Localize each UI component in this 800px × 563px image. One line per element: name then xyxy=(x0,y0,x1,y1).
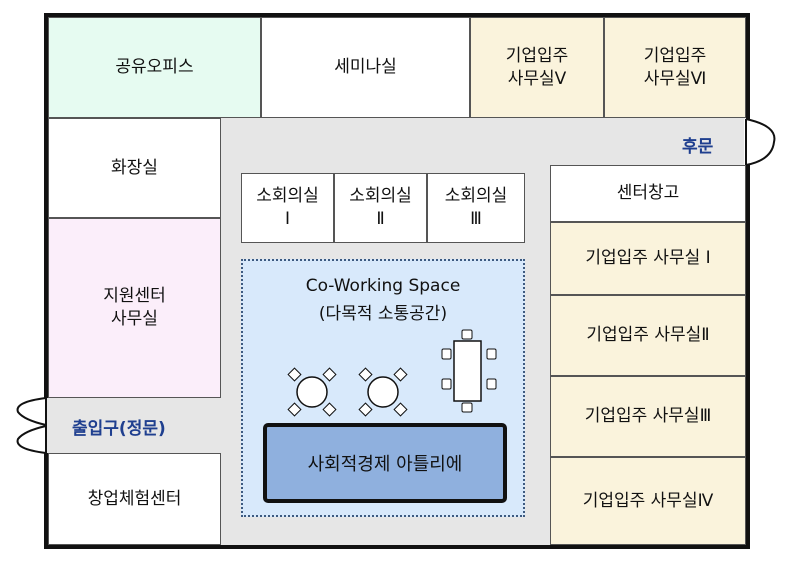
main-entrance-door-icon xyxy=(16,397,50,454)
room-meeting-1: 소회의실 Ⅰ xyxy=(241,173,334,243)
room-storage: 센터창고 xyxy=(550,165,746,222)
main-entrance-label: 출입구(정문) xyxy=(72,419,166,439)
room-office-vi: 기업입주 사무실Ⅵ xyxy=(604,17,746,118)
room-label: 기업입주 사무실Ⅳ xyxy=(582,490,714,511)
room-label: 창업체험센터 xyxy=(87,488,182,509)
coworking-title: Co-Working Space xyxy=(305,276,461,296)
room-label: 소회의실 Ⅰ xyxy=(256,186,319,229)
room-label: 기업입주 사무실Ⅲ xyxy=(584,406,712,427)
round-table-icon xyxy=(287,367,337,417)
room-label: 공유오피스 xyxy=(115,57,194,78)
round-table-icon xyxy=(358,367,408,417)
room-label: 소회의실 Ⅲ xyxy=(444,186,508,229)
atelier-label: 사회적경제 아틀리에 xyxy=(307,454,463,475)
room-startup-center: 창업체험센터 xyxy=(48,453,221,545)
room-label: 기업입주 사무실Ⅴ xyxy=(505,45,569,89)
back-door-icon xyxy=(744,118,776,166)
room-office-iv: 기업입주 사무실Ⅳ xyxy=(550,457,746,545)
room-label: 기업입주 사무실 Ⅰ xyxy=(585,248,711,269)
social-economy-atelier: 사회적경제 아틀리에 xyxy=(263,423,507,503)
room-label: 세미나실 xyxy=(334,57,397,78)
room-support-center: 지원센터 사무실 xyxy=(48,218,221,398)
room-office-iii: 기업입주 사무실Ⅲ xyxy=(550,376,746,457)
room-meeting-3: 소회의실 Ⅲ xyxy=(427,173,525,243)
room-restroom: 화장실 xyxy=(48,118,221,218)
room-office-v: 기업입주 사무실Ⅴ xyxy=(470,17,604,118)
room-label: 기업입주 사무실Ⅱ xyxy=(586,325,710,346)
room-label: 지원센터 사무실 xyxy=(103,286,166,329)
room-label: 센터창고 xyxy=(616,183,680,204)
coworking-subtitle: (다목적 소통공간) xyxy=(318,304,448,324)
room-shared-office: 공유오피스 xyxy=(48,17,261,118)
room-label: 소회의실 Ⅱ xyxy=(349,186,412,229)
room-meeting-2: 소회의실 Ⅱ xyxy=(334,173,427,243)
meeting-table-icon xyxy=(441,329,497,413)
room-office-i: 기업입주 사무실 Ⅰ xyxy=(550,222,746,295)
room-office-ii: 기업입주 사무실Ⅱ xyxy=(550,295,746,376)
room-label: 기업입주 사무실Ⅵ xyxy=(643,45,707,89)
room-seminar: 세미나실 xyxy=(261,17,470,118)
back-door-label: 후문 xyxy=(682,137,714,157)
room-label: 화장실 xyxy=(111,157,158,178)
